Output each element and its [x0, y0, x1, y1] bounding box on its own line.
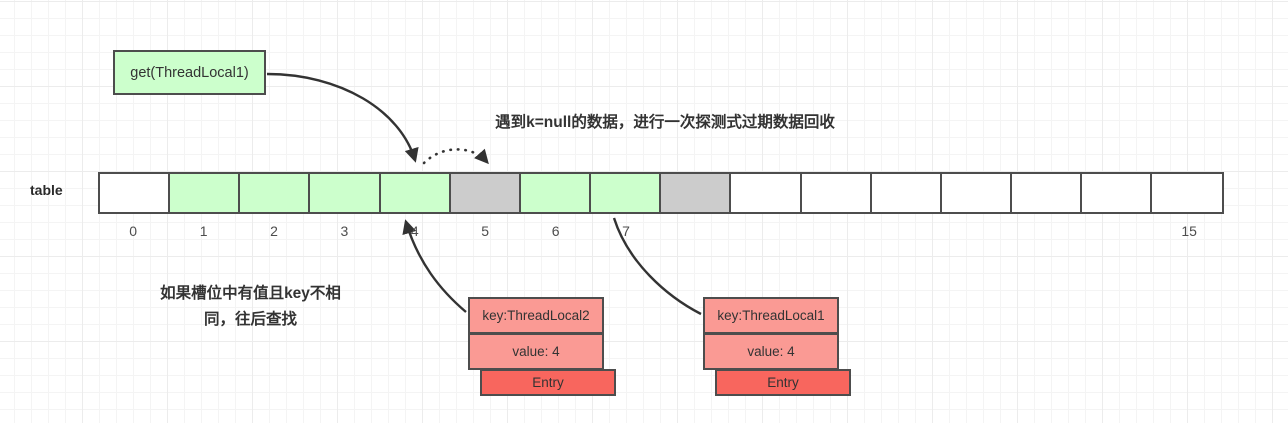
- table-label: table: [30, 182, 63, 198]
- table-index-label-5: 5: [481, 223, 490, 239]
- thread-local-map-table: [98, 172, 1225, 214]
- table-slot-10[interactable]: [801, 174, 872, 212]
- arrow-probe-slot4-to-slot5: [422, 148, 489, 165]
- table-slot-9[interactable]: [731, 174, 802, 212]
- entry-value-cell: value: 4: [468, 333, 604, 370]
- note-linear-probe-line1: 如果槽位中有值且key不相: [160, 285, 341, 302]
- table-index-label-4: 4: [410, 223, 419, 239]
- table-slot-15[interactable]: [1152, 174, 1223, 212]
- entry-type-tag: Entry: [715, 369, 851, 396]
- table-slot-7[interactable]: [591, 174, 662, 212]
- table-slot-3[interactable]: [310, 174, 381, 212]
- note-linear-probe-line2: 同，往后查找: [203, 311, 297, 328]
- entry-type-tag: Entry: [480, 369, 616, 396]
- entry-key-cell: key:ThreadLocal2: [468, 297, 604, 334]
- table-slot-2[interactable]: [240, 174, 311, 212]
- table-slot-14[interactable]: [1082, 174, 1153, 212]
- table-index-label-15: 15: [1181, 223, 1197, 239]
- entry-value-cell: value: 4: [703, 333, 839, 370]
- table-slot-6[interactable]: [520, 174, 592, 212]
- table-index-label-1: 1: [199, 223, 208, 239]
- get-call-box[interactable]: get(ThreadLocal1): [113, 50, 266, 95]
- table-slot-5[interactable]: [450, 174, 521, 212]
- table-index-label-7: 7: [622, 223, 630, 239]
- table-slot-8[interactable]: [661, 174, 732, 212]
- table-index-label-6: 6: [551, 223, 560, 239]
- table-slot-1[interactable]: [170, 174, 241, 212]
- table-slot-11[interactable]: [871, 174, 942, 212]
- table-slot-13[interactable]: [1012, 174, 1083, 212]
- arrow-entry2-to-slot4: [402, 219, 467, 313]
- note-linear-probe: 如果槽位中有值且key不相 同，往后查找: [108, 281, 393, 333]
- arrow-slot7-to-entry1: [612, 217, 702, 316]
- get-call-label: get(ThreadLocal1): [130, 64, 249, 81]
- entry-key-cell: key:ThreadLocal1: [703, 297, 839, 334]
- table-slot-12[interactable]: [941, 174, 1013, 212]
- table-index-label-0: 0: [129, 223, 138, 239]
- table-slot-4[interactable]: [380, 174, 451, 212]
- note-stale-entry-cleanup: 遇到k=null的数据，进行一次探测式过期数据回收: [495, 114, 835, 131]
- table-index-label-2: 2: [270, 223, 278, 239]
- arrow-get-to-slot4: [266, 72, 419, 163]
- table-index-label-3: 3: [340, 223, 349, 239]
- table-slot-0[interactable]: [100, 174, 171, 212]
